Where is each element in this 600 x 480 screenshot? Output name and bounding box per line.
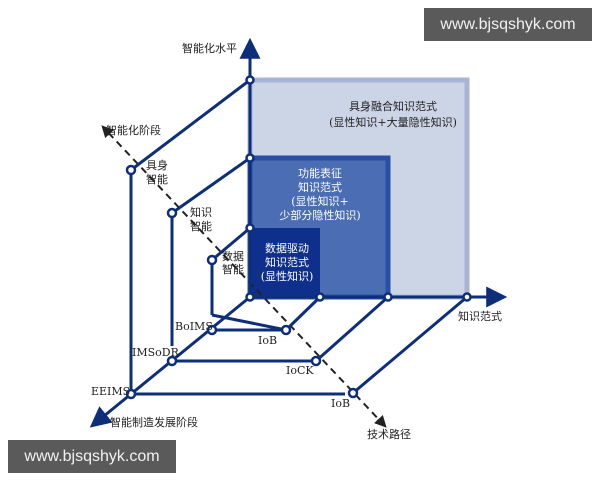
paradigm-outer-line1: 具身融合知识范式 xyxy=(349,99,437,113)
stage-data-line2: 智能 xyxy=(222,262,244,276)
system-eeims-label: EEIMS xyxy=(91,385,130,398)
stage-knowledge-line2: 智能 xyxy=(190,219,212,233)
stage-path-dashed-line xyxy=(101,125,387,428)
paradigm-middle-line4: 少部分隐性知识) xyxy=(279,208,360,222)
paradigm-inner-line3: (显性知识) xyxy=(261,269,314,283)
paradigm-outer-line2: (显性知识+大量隐性知识) xyxy=(329,115,457,129)
stage-embodied-line1: 具身 xyxy=(146,158,168,172)
stage-embodied-line2: 智能 xyxy=(146,172,168,186)
system-imsodr-label: IMSoDR xyxy=(132,346,180,359)
watermark-bottom: www.bjsqshyk.com xyxy=(8,440,176,473)
technology-path-label: 技术路径 xyxy=(367,428,411,441)
depth-axis-label: 智能制造发展阶段 xyxy=(110,415,198,429)
stage-connectors xyxy=(129,78,468,396)
intelligence-stage-label: 智能化阶段 xyxy=(106,123,161,137)
path-iob-outer-label: IoB xyxy=(331,397,350,410)
path-iock-label: IoCK xyxy=(286,364,314,377)
paradigm-middle-line1: 功能表征 xyxy=(298,166,342,180)
stage-data-line1: 数据 xyxy=(222,249,244,263)
paradigm-inner-line2: 知识范式 xyxy=(265,255,309,269)
path-iob-inner-label: IoB xyxy=(258,334,277,347)
stage-knowledge-line1: 知识 xyxy=(190,205,212,219)
paradigm-middle-line3: (显性知识+ xyxy=(291,194,349,208)
paradigm-inner-line1: 数据驱动 xyxy=(265,241,309,255)
watermark-top: www.bjsqshyk.com xyxy=(424,8,592,41)
system-boims-label: BoIMS xyxy=(175,320,213,333)
axis-nodes xyxy=(125,75,472,400)
vertical-axis-label: 智能化水平 xyxy=(182,41,237,55)
horizontal-axis-label: 知识范式 xyxy=(458,309,502,323)
paradigm-middle-line2: 知识范式 xyxy=(298,180,342,194)
